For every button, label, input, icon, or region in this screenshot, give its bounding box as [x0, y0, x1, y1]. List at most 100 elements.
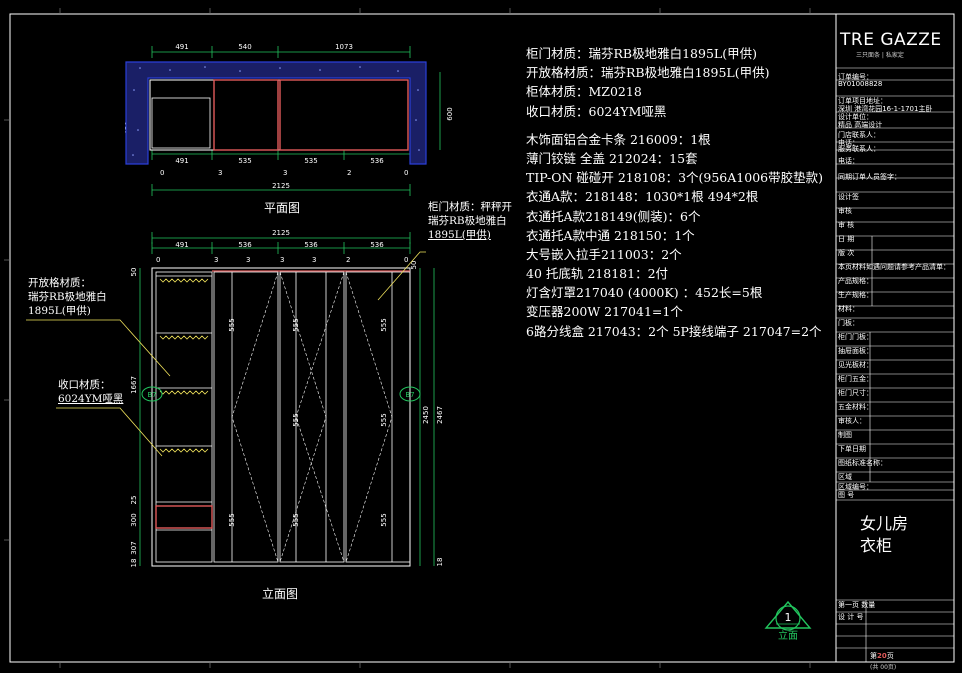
- title-block-field: 同期订单人员签字：: [838, 173, 901, 181]
- elev-light-strips: [159, 278, 209, 453]
- title-block-field: 图 号: [838, 491, 855, 499]
- open-material-annotation: 开放格材质： 瑞芬RB极地雅白 1895L(甲供): [28, 276, 107, 318]
- plan-mark: 2: [347, 169, 351, 177]
- panel-dim: 555: [292, 318, 300, 331]
- annotation-line: 瑞芬RB极地雅白: [28, 291, 107, 303]
- tag-b7-left: [141, 386, 163, 402]
- title-block-field: 第一页 数量: [838, 601, 876, 609]
- elev-shelves: [156, 275, 212, 531]
- elev-top-dim: 536: [370, 241, 384, 249]
- hardware-line: 木饰面铝合金卡条 216009：1根: [526, 131, 711, 147]
- title-block-field: 五金材料：: [838, 403, 873, 411]
- elev-cabinet-outline: [151, 267, 411, 567]
- annotation-line: 6024YM哑黑: [58, 393, 124, 405]
- annotation-line: 1895L(甲供): [428, 229, 491, 241]
- hardware-line: 40 托底轨 218181：2付: [526, 266, 669, 282]
- elev-open-section: [155, 271, 213, 563]
- title-block-field: BY01008828: [838, 80, 883, 88]
- panel-dim: 555: [292, 413, 300, 426]
- title-block-field: 柜门门板：: [838, 333, 873, 341]
- hardware-line: 大号嵌入拉手211003：2个: [526, 246, 682, 262]
- annotation-line: 收口材质：: [58, 379, 111, 391]
- plan-total-dim: 2125: [272, 182, 290, 190]
- title-block-field: 订单项目地址：: [838, 97, 887, 105]
- title-block-field: 抽屉面板：: [838, 347, 873, 355]
- title-block-field: 审 核: [838, 221, 855, 229]
- frame-ticks: [4, 8, 811, 668]
- annotation-line: 1895L(甲供): [28, 305, 91, 317]
- hardware-line: 衣通A款：218148：1030*1根 494*2根: [526, 189, 759, 205]
- title-block-field: 设计单位：: [838, 113, 873, 121]
- title-block-field: 门板：: [838, 319, 859, 327]
- plan-top-dim: 540: [238, 43, 251, 51]
- page-suffix: 页: [886, 652, 894, 660]
- hardware-line: 衣通托A款218149(侧装)：6个: [526, 208, 701, 224]
- plan-wall-hatch: [125, 61, 427, 165]
- title-block-field: 见光板材：: [838, 361, 873, 369]
- plan-mid-dim: 535: [238, 157, 251, 165]
- title-block-field: 设计签: [838, 193, 859, 201]
- edge-material-annotation: 收口材质： 6024YM哑黑: [58, 378, 123, 406]
- plan-wall-speckle: [132, 66, 420, 156]
- plan-open-section: [151, 97, 211, 149]
- plan-cabinet-body: [149, 79, 409, 151]
- title-block-field: 下单日期: [838, 445, 866, 453]
- title-block-field: 电话：: [838, 139, 859, 147]
- elev-mark: 3: [312, 256, 316, 264]
- elev-right-dim: 2467: [436, 406, 444, 424]
- elev-mark: 0: [156, 256, 160, 264]
- outer-frame: [9, 13, 955, 663]
- title-block-field: 电话：: [838, 157, 859, 165]
- plan-view: 491 540 1073 491 535 535 536 450 600 0 3…: [124, 43, 454, 196]
- title-block-field: 审核: [838, 207, 852, 215]
- title-block-field: 订单编号：: [838, 73, 873, 81]
- elev-left-dim: 18: [130, 559, 138, 568]
- elev-total-dim: 2125: [272, 229, 290, 237]
- elev-left-dim: 1667: [130, 376, 138, 394]
- elev-left-dim: 50: [130, 268, 138, 277]
- annotation-line: 柜门材质：秤秤开: [428, 201, 512, 213]
- tag-b7-right: [399, 386, 421, 402]
- panel-dim: 555: [380, 318, 388, 331]
- title-block-field: 材料：: [838, 305, 859, 313]
- elev-mark: 2: [346, 256, 350, 264]
- door-material-annotation: 柜门材质：秤秤开 瑞芬RB极地雅白 1895L(甲供): [428, 200, 512, 242]
- elev-right-dim: 18: [436, 558, 444, 567]
- view-marker-number: 1: [785, 611, 792, 624]
- plan-door-left: [213, 79, 279, 151]
- sheet-total: (共 00页): [870, 664, 897, 671]
- hardware-line: 6路分线盒 217043：2个 5P接线端子 217047=2个: [526, 323, 822, 339]
- plan-view-title: 平面图: [264, 201, 300, 215]
- leader-lines: [26, 251, 426, 457]
- plan-top-dim: 1073: [335, 43, 353, 51]
- tag-b7-left-text: B7: [147, 391, 156, 399]
- drawing-name-line: 女儿房: [860, 514, 909, 533]
- title-block-grid: [836, 67, 954, 662]
- title-block-field: 服务联系人：: [838, 145, 880, 153]
- panel-dim: 555: [292, 513, 300, 526]
- hardware-line: 灯含灯罩217040 (4000K) ：452长=5根: [526, 285, 763, 301]
- brand-logo: TRE GAZZE: [840, 30, 942, 50]
- title-block-field: 柜门五金：: [838, 375, 873, 383]
- title-block-field: 柜门尺寸：: [838, 389, 873, 397]
- plan-mark: 3: [283, 169, 287, 177]
- view-marker: [764, 600, 812, 631]
- page-prefix: 第: [870, 652, 877, 660]
- title-block-field: 图纸标准名称：: [838, 459, 887, 467]
- plan-mid-dim: 535: [304, 157, 317, 165]
- annotation-line: 瑞芬RB极地雅白: [428, 215, 507, 227]
- note-line: 柜门材质：瑞芬RB极地雅白1895L(甲供): [526, 46, 757, 61]
- panel-dim: 555: [228, 513, 236, 526]
- elevation-view: 2125 491 536 536 536 0 3 3 3 3 2 0 50 16…: [26, 229, 444, 567]
- title-block-field: 本页材料如遇问题请参考产品清单：: [838, 263, 950, 271]
- plan-mark: 0: [160, 169, 164, 177]
- elev-mark: 0: [404, 256, 408, 264]
- elev-mark: 3: [214, 256, 218, 264]
- hardware-line: 衣通托A款中通 218150：1个: [526, 227, 695, 243]
- page-number: 第20页: [870, 651, 894, 661]
- elev-mark: 3: [280, 256, 284, 264]
- panel-dim: 555: [380, 513, 388, 526]
- elev-door-swing-lines: [231, 271, 393, 563]
- elev-left-dim: 300: [130, 513, 138, 526]
